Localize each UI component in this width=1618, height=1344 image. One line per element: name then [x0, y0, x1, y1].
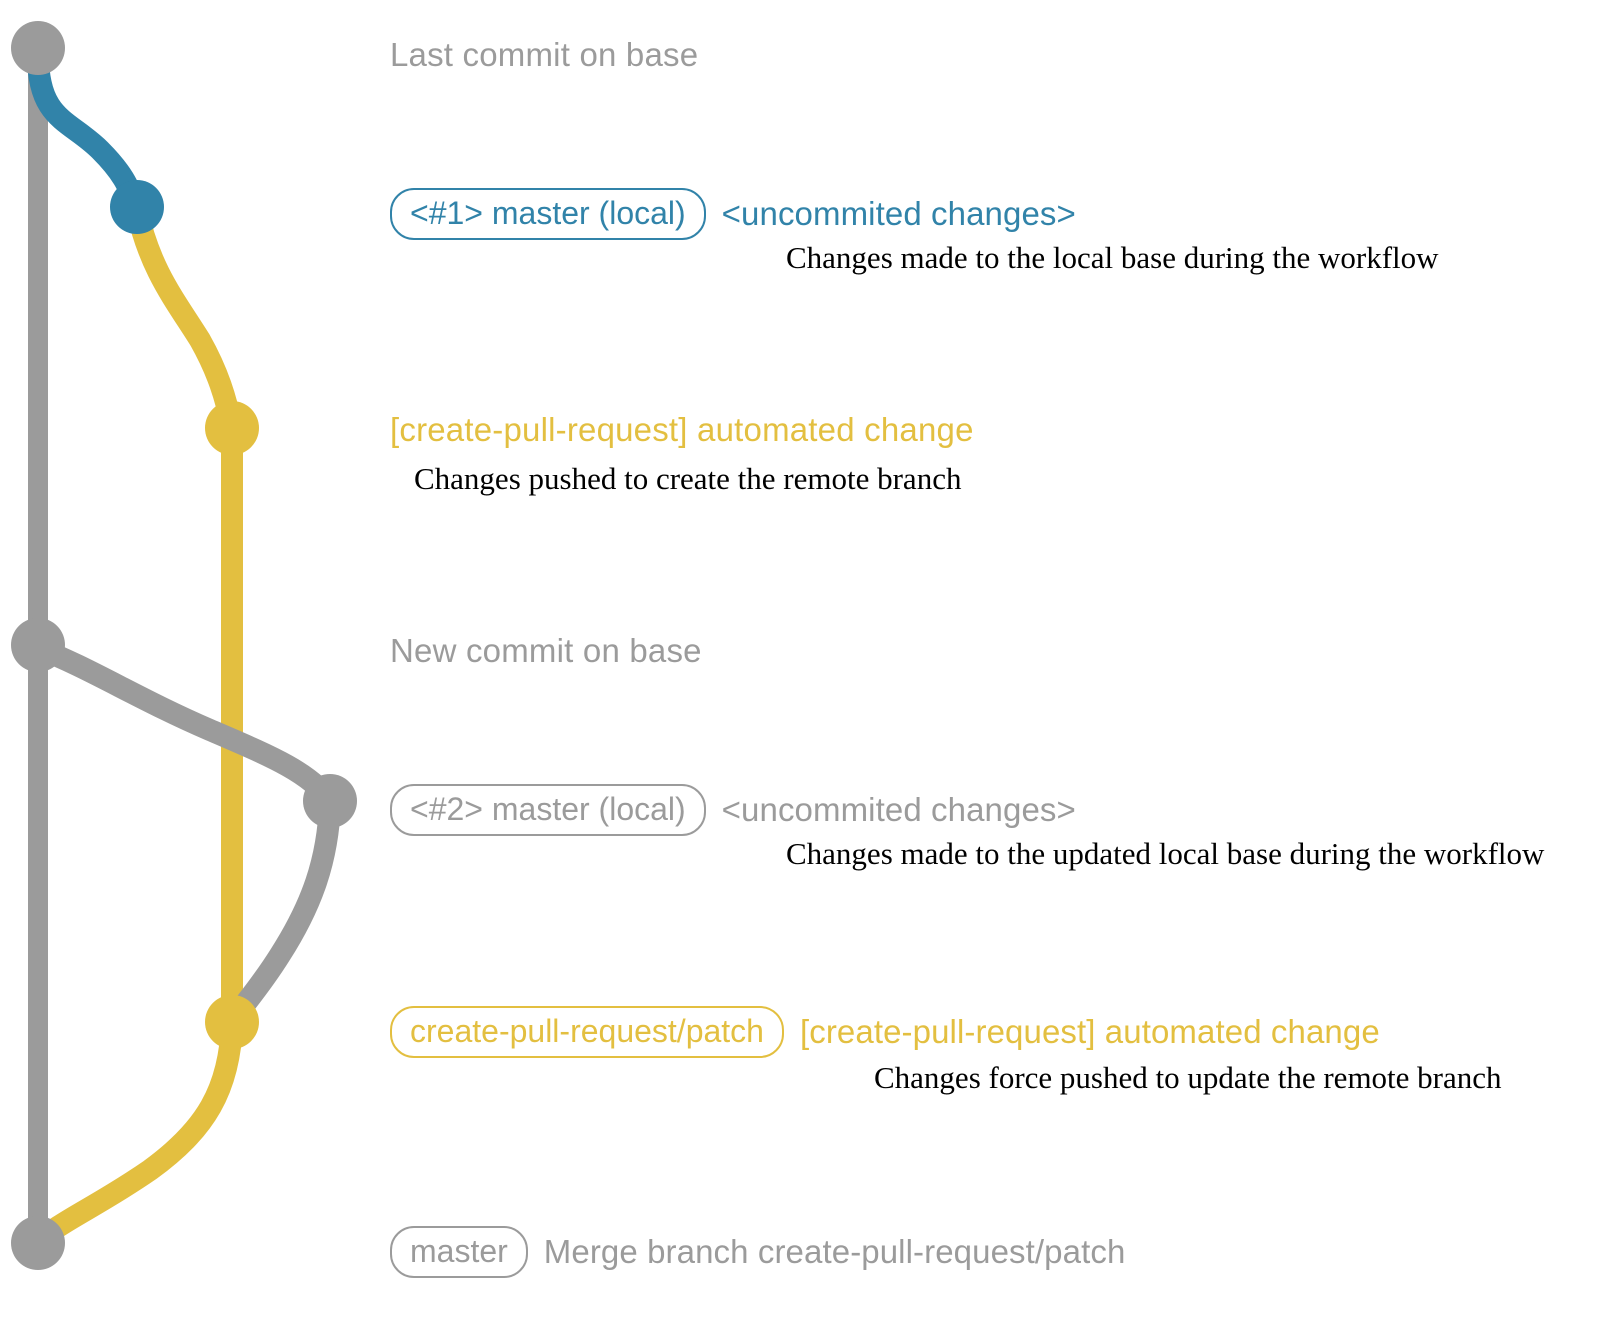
- row-master-merge: master Merge branch create-pull-request/…: [390, 1226, 1125, 1278]
- row-automated-change-1: [create-pull-request] automated change: [390, 411, 974, 449]
- branch-badge-master-local-2[interactable]: <#2> master (local): [390, 784, 706, 836]
- branch-badge-master-local-1[interactable]: <#1> master (local): [390, 188, 706, 240]
- commit-message-master-local-1: <uncommited changes>: [721, 195, 1076, 232]
- commit-message-master-merge: Merge branch create-pull-request/patch: [543, 1233, 1126, 1270]
- commit-message-new-commit-on-base: New commit on base: [390, 632, 702, 669]
- branch-badge-create-pull-request-patch[interactable]: create-pull-request/patch: [390, 1006, 784, 1058]
- description-master-local-1: Changes made to the local base during th…: [786, 240, 1439, 275]
- description-automated-change-1: Changes pushed to create the remote bran…: [414, 461, 962, 496]
- yellow-merge-line: [27, 1011, 243, 1254]
- commit-message-last-commit-on-base: Last commit on base: [390, 36, 699, 73]
- commit-node-new-commit-on-base[interactable]: [11, 618, 65, 672]
- row-create-pull-request-patch: create-pull-request/patch [create-pull-r…: [390, 1006, 1380, 1058]
- row-last-commit-on-base: Last commit on base: [390, 36, 698, 74]
- commit-message-master-local-2: <uncommited changes>: [721, 791, 1076, 828]
- commit-node-last-commit-on-base[interactable]: [11, 21, 65, 75]
- commit-node-automated-change-1[interactable]: [205, 401, 259, 455]
- commit-node-create-pull-request-patch[interactable]: [205, 995, 259, 1049]
- description-master-local-2: Changes made to the updated local base d…: [786, 836, 1545, 871]
- commit-node-master-merge[interactable]: [11, 1216, 65, 1270]
- description-create-pull-request-patch: Changes force pushed to update the remot…: [874, 1060, 1502, 1095]
- commit-node-master-local-1[interactable]: [110, 180, 164, 234]
- row-master-local-2: <#2> master (local) <uncommited changes>: [390, 784, 1076, 836]
- gray-branch-out-line: [27, 637, 341, 812]
- commit-message-automated-change-1: [create-pull-request] automated change: [390, 411, 974, 448]
- row-master-local-1: <#1> master (local) <uncommited changes>: [390, 188, 1076, 240]
- yellow-branch-upper-line: [126, 199, 243, 439]
- commit-node-master-local-2[interactable]: [303, 774, 357, 828]
- commit-message-create-pull-request-patch: [create-pull-request] automated change: [799, 1013, 1380, 1050]
- row-new-commit-on-base: New commit on base: [390, 632, 702, 670]
- branch-badge-master[interactable]: master: [390, 1226, 528, 1278]
